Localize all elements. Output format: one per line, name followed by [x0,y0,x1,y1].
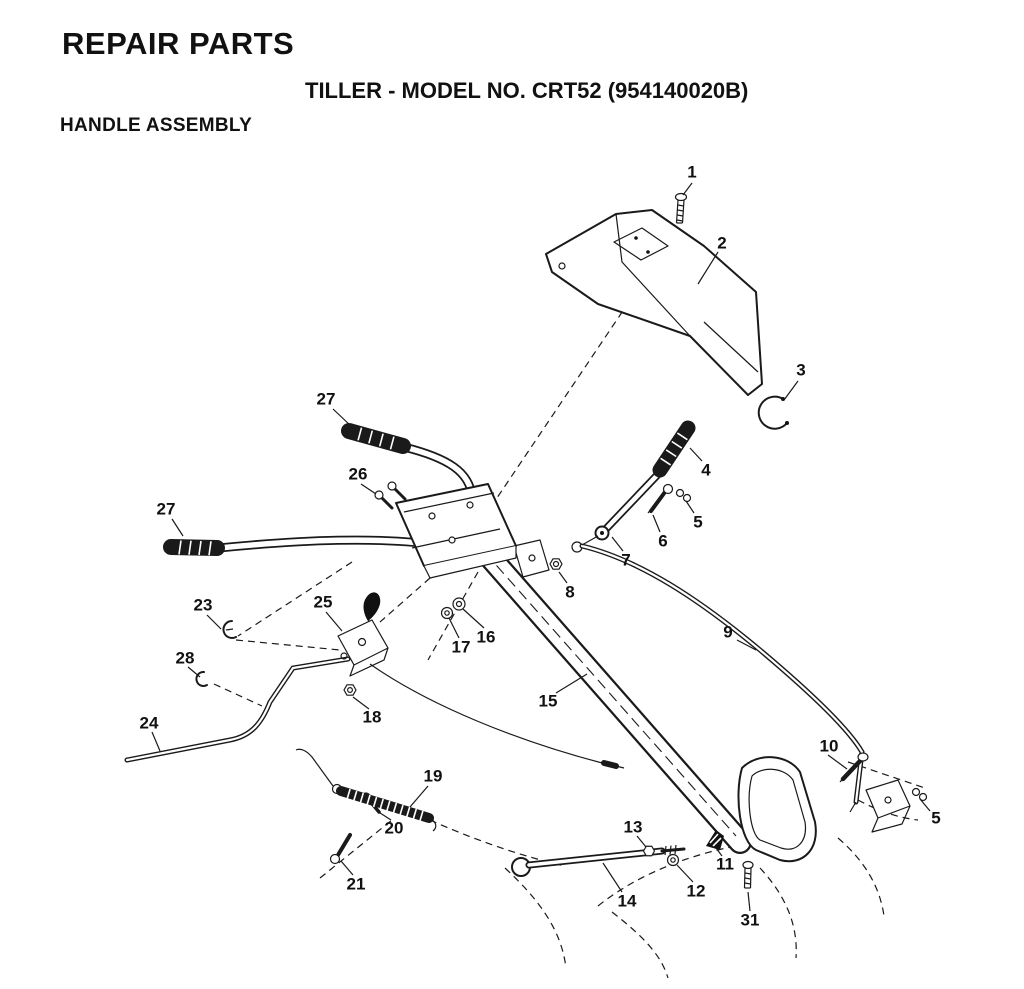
part-number-31: 31 [741,911,760,930]
part-number-12: 12 [687,882,706,901]
rod-bolt [839,752,869,783]
part-number-25: 25 [314,593,333,612]
washers [440,597,466,620]
callout-leader-27 [171,518,184,537]
control-panel [545,209,763,396]
handle-grip-left [163,539,225,556]
callout-leader-9 [736,639,757,651]
clamp-wedge [706,830,724,850]
rod-anchor-bracket [865,779,928,833]
part-number-8: 8 [565,583,574,602]
callout-leader-4 [689,447,703,462]
model-subtitle: TILLER - MODEL NO. CRT52 (954140020B) [305,78,749,103]
callout-leader-26 [360,483,377,495]
part-number-10: 10 [820,737,839,756]
part-number-5: 5 [693,513,702,532]
part-number-19: 19 [424,767,443,786]
page-title: REPAIR PARTS [62,26,295,61]
part-number-18: 18 [363,708,382,727]
bent-rod [124,656,351,763]
part-number-4: 4 [701,461,711,480]
callout-leader-28 [187,666,201,678]
callout-leader-14 [602,862,623,893]
part-number-20: 20 [385,819,404,838]
part-number-16: 16 [477,628,496,647]
part-number-11: 11 [716,855,734,874]
part-number-23: 23 [194,596,213,615]
depth-stake [511,844,686,877]
callout-leader-5 [919,798,931,812]
part-number-9: 9 [723,623,732,642]
callout-leader-17 [448,617,460,639]
part-number-13: 13 [624,818,643,837]
callout-leader-18 [352,696,370,710]
section-heading: HANDLE ASSEMBLY [60,115,253,136]
callout-leader-24 [151,731,161,752]
idler-bracket [337,592,389,677]
callout-leader-21 [340,860,354,876]
rod-clip-lower [195,671,208,687]
callout-leader-10 [827,754,848,770]
part-number-28: 28 [176,649,195,668]
throttle-cable [369,663,625,769]
spacer-nut [549,558,563,570]
callout-leader-2 [697,251,719,285]
panel-bolt [674,192,688,224]
part-number-7: 7 [621,551,630,570]
callout-leader-8 [558,571,568,584]
part-number-14: 14 [618,892,637,911]
part-number-1: 1 [687,163,696,182]
handle-grip-upper [341,423,411,454]
part-number-27: 27 [317,390,336,409]
bracket-nut [343,684,357,696]
part-number-24: 24 [140,714,159,733]
part-number-17: 17 [452,638,471,657]
main-handle-tube [456,520,752,854]
lever-bolt [647,483,674,514]
part-number-2: 2 [717,234,726,253]
handle-bracket [395,483,517,579]
lever-clip [675,488,692,503]
part-number-21: 21 [347,875,366,894]
callout-leader-11 [715,847,723,857]
lever-grip [652,420,696,478]
handle-mount-bracket [737,756,817,863]
part-number-15: 15 [539,692,558,711]
part-number-5: 5 [931,809,940,828]
part-number-3: 3 [796,361,805,380]
stake-washer [666,853,680,867]
callout-leader-19 [409,785,429,808]
callout-leader-13 [636,835,647,848]
callout-leader-16 [462,608,485,629]
part-number-26: 26 [349,465,368,484]
callout-leader-31 [747,891,751,912]
callout-leader-15 [555,673,588,694]
callout-leader-12 [676,864,694,883]
callout-layer: 1234567891051112131415161718192021232425… [140,163,941,930]
shift-lever [581,420,696,546]
anchor-bolt [329,833,352,865]
callout-leader-6 [652,514,661,533]
part-number-27: 27 [157,500,176,519]
shield-bolt [742,860,754,889]
callout-leader-3 [783,380,799,401]
callout-leader-5 [685,500,695,514]
callout-leader-25 [325,611,343,632]
callout-leader-1 [682,182,693,196]
tension-spring [295,748,437,832]
callout-leader-27 [332,408,352,427]
rod-clip-upper [222,620,237,639]
part-number-6: 6 [658,532,667,551]
control-rod [571,541,865,813]
callout-leader-7 [611,536,624,552]
stake-nut [642,845,656,857]
callout-leader-23 [206,614,222,630]
callout-leader-20 [376,810,392,821]
tube-mount-plate [513,539,550,578]
retaining-ring [757,395,789,430]
bracket-screws [374,481,407,510]
